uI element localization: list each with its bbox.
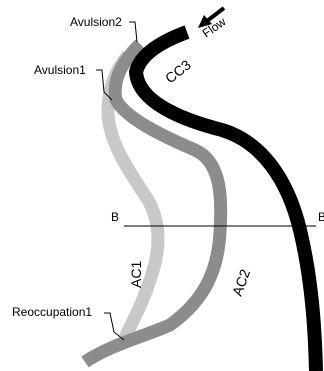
avulsion2-leader: [129, 21, 138, 43]
avulsion2-label: Avulsion2: [70, 15, 122, 29]
channel-ac1: [101, 50, 165, 341]
avulsion1-label: Avulsion1: [34, 63, 86, 77]
cc3-label: CC3: [162, 56, 194, 86]
reoccupation1-label: Reoccupation1: [12, 305, 92, 319]
arrow-down-left-icon: [198, 6, 226, 28]
ac2-label: AC2: [229, 267, 253, 298]
section-label-right: B: [318, 210, 324, 224]
channel-ac2: [81, 39, 228, 368]
reoccupation1-leader: [104, 312, 125, 341]
avulsion1-leader: [96, 69, 113, 101]
channel-cc3: [128, 25, 323, 371]
section-label-left: B: [111, 210, 119, 224]
ac1-label: AC1: [128, 261, 144, 288]
